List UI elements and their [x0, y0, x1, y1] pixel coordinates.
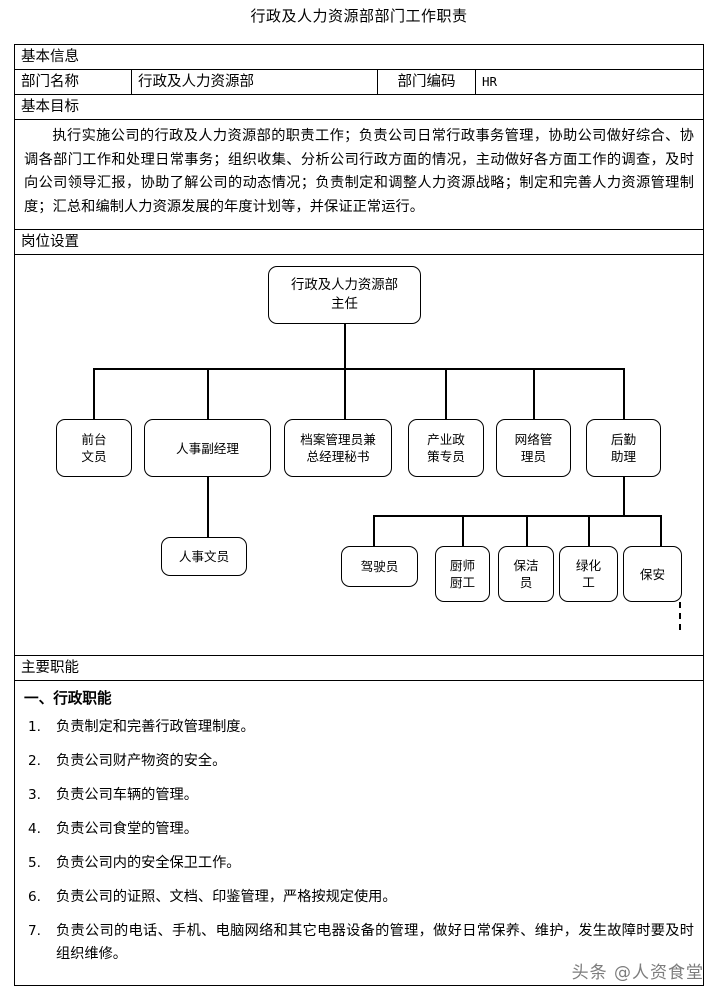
org-node-network-admin: 网络管 理员 — [496, 419, 571, 477]
org-connector-level3-bus — [373, 515, 662, 517]
org-node-cook-line1: 厨师 — [449, 558, 476, 573]
org-connector-stem-cook — [462, 515, 464, 547]
org-connector-stem-gardener — [588, 515, 590, 547]
document-table: 基本信息 部门名称 行政及人力资源部 部门编码 HR 基本目标 执行实施公司的行… — [14, 44, 704, 986]
list-item: 5. 负责公司内的安全保卫工作。 — [24, 852, 694, 875]
org-node-root: 行政及人力资源部 主任 — [268, 266, 421, 324]
table-row-objective-body: 执行实施公司的行政及人力资源部的职责工作；负责公司日常行政事务管理，协助公司做好… — [15, 120, 703, 230]
org-node-archivist-secretary-line1: 档案管理员兼 — [300, 432, 376, 447]
list-item-text: 负责公司食堂的管理。 — [56, 821, 198, 837]
list-item-number: 4. — [28, 821, 41, 837]
list-item-text: 负责公司财产物资的安全。 — [56, 753, 227, 769]
list-item-text: 负责公司的证照、文档、印鉴管理，严格按规定使用。 — [56, 889, 397, 905]
section-label-main-functions: 主要职能 — [21, 660, 79, 676]
table-row-objective-header: 基本目标 — [15, 95, 703, 120]
org-node-cook-line2: 厨工 — [449, 575, 476, 590]
main-functions-body: 一、行政职能 1. 负责制定和完善行政管理制度。 2. 负责公司财产物资的安全。… — [15, 681, 703, 985]
org-connector-stem-network — [533, 368, 535, 420]
org-connector-stem-security — [660, 515, 662, 547]
org-node-hr-deputy-manager-line1: 人事副经理 — [176, 440, 239, 456]
org-node-hr-deputy-manager: 人事副经理 — [144, 419, 271, 477]
org-node-driver-line1: 驾驶员 — [360, 559, 399, 574]
org-node-logistics-assistant-line1: 后勤 — [610, 432, 637, 447]
org-connector-level2-bus — [93, 368, 624, 370]
list-item-text: 负责制定和完善行政管理制度。 — [56, 719, 255, 735]
page-title: 行政及人力资源部部门工作职责 — [250, 7, 468, 25]
section-label-basic-info: 基本信息 — [21, 49, 79, 65]
list-item-number: 5. — [28, 855, 41, 871]
org-node-security-guard: 保安 — [623, 546, 682, 602]
org-node-cook: 厨师 厨工 — [435, 546, 490, 602]
org-node-network-admin-line1: 网络管 — [514, 432, 553, 447]
org-connector-stem-hr-clerk — [207, 477, 209, 538]
list-item-number: 6. — [28, 889, 41, 905]
list-item-number: 3. — [28, 787, 41, 803]
list-item-number: 2. — [28, 753, 41, 769]
org-node-cleaner-line2: 员 — [519, 575, 533, 590]
org-node-archivist-secretary: 档案管理员兼 总经理秘书 — [284, 419, 392, 477]
org-connector-stem-hr-manager — [207, 368, 209, 420]
org-connector-stem-reception — [93, 368, 95, 420]
list-item: 7. 负责公司的电话、手机、电脑网络和其它电器设备的管理，做好日常保养、维护，发… — [24, 920, 694, 966]
list-item-number: 1. — [28, 719, 41, 735]
org-node-industry-policy-specialist-line1: 产业政 — [427, 432, 465, 447]
list-item-text: 负责公司内的安全保卫工作。 — [56, 855, 241, 871]
org-node-industry-policy-specialist-line2: 策专员 — [427, 449, 465, 464]
list-item: 4. 负责公司食堂的管理。 — [24, 818, 694, 841]
org-node-reception-clerk: 前台 文员 — [56, 419, 132, 477]
org-node-logistics-assistant: 后勤 助理 — [586, 419, 661, 477]
list-item-text: 负责公司车辆的管理。 — [56, 787, 198, 803]
list-item: 1. 负责制定和完善行政管理制度。 — [24, 716, 694, 739]
dept-name-label: 部门名称 — [15, 70, 132, 94]
basic-objective-text: 执行实施公司的行政及人力资源部的职责工作；负责公司日常行政事务管理，协助公司做好… — [24, 128, 694, 215]
org-node-reception-clerk-line2: 文员 — [81, 449, 107, 464]
org-node-hr-clerk: 人事文员 — [161, 537, 247, 576]
org-node-gardener: 绿化 工 — [559, 546, 618, 602]
org-node-cleaner-line1: 保洁 — [513, 558, 539, 573]
table-row-functions-body: 一、行政职能 1. 负责制定和完善行政管理制度。 2. 负责公司财产物资的安全。… — [15, 681, 703, 985]
org-connector-dashed-tail — [679, 602, 681, 630]
functions-subsection-title: 一、行政职能 — [24, 690, 112, 707]
org-connector-stem-archivist — [344, 368, 346, 420]
org-node-hr-clerk-line1: 人事文员 — [178, 549, 230, 564]
dept-name-value: 行政及人力资源部 — [132, 70, 378, 94]
org-connector-stem-policy — [445, 368, 447, 420]
dept-code-value: HR — [482, 74, 498, 89]
org-node-network-admin-line2: 理员 — [520, 449, 547, 464]
list-item-text: 负责公司的电话、手机、电脑网络和其它电器设备的管理，做好日常保养、维护，发生故障… — [56, 923, 694, 962]
org-node-root-line1: 行政及人力资源部 — [290, 278, 399, 293]
table-row-basic-info-header: 基本信息 — [15, 45, 703, 70]
org-node-root-line2: 主任 — [331, 297, 358, 312]
list-item: 2. 负责公司财产物资的安全。 — [24, 750, 694, 773]
watermark: 头条 @人资食堂 — [571, 963, 704, 983]
section-label-basic-objective: 基本目标 — [21, 99, 79, 115]
org-node-logistics-assistant-line2: 助理 — [610, 449, 637, 464]
org-node-cleaner: 保洁 员 — [498, 546, 554, 602]
org-node-security-guard-line1: 保安 — [639, 566, 666, 582]
org-node-industry-policy-specialist: 产业政 策专员 — [408, 419, 484, 477]
list-item: 3. 负责公司车辆的管理。 — [24, 784, 694, 807]
section-label-org-chart: 岗位设置 — [21, 234, 79, 250]
org-chart: 行政及人力资源部 主任 前台 文员 — [15, 255, 703, 655]
org-connector-root-stem — [344, 324, 346, 369]
org-node-archivist-secretary-line2: 总经理秘书 — [306, 449, 370, 464]
org-connector-stem-logistics — [623, 368, 625, 420]
org-node-gardener-line2: 工 — [582, 575, 595, 590]
org-connector-stem-driver — [373, 515, 375, 547]
functions-list: 1. 负责制定和完善行政管理制度。 2. 负责公司财产物资的安全。 3. 负责公… — [24, 716, 694, 966]
table-row-orgchart-body: 行政及人力资源部 主任 前台 文员 — [15, 255, 703, 656]
table-row-department: 部门名称 行政及人力资源部 部门编码 HR — [15, 70, 703, 95]
dept-code-label: 部门编码 — [378, 70, 476, 94]
list-item: 6. 负责公司的证照、文档、印鉴管理，严格按规定使用。 — [24, 886, 694, 909]
table-row-functions-header: 主要职能 — [15, 656, 703, 681]
org-connector-stem-logistics-down — [623, 477, 625, 517]
org-node-gardener-line1: 绿化 — [575, 558, 602, 573]
org-node-reception-clerk-line1: 前台 — [81, 432, 107, 447]
list-item-number: 7. — [28, 923, 41, 939]
org-node-driver: 驾驶员 — [341, 546, 418, 587]
org-connector-stem-cleaner — [526, 515, 528, 547]
table-row-orgchart-header: 岗位设置 — [15, 230, 703, 255]
